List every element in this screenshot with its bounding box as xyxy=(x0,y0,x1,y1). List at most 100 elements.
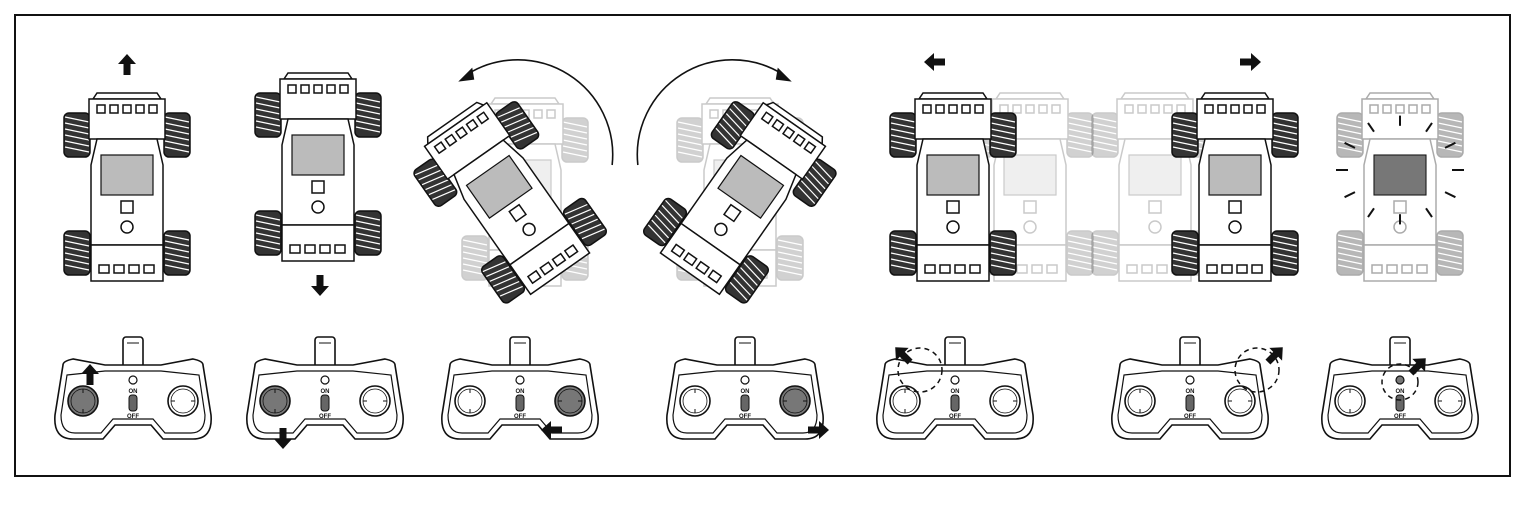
power-switch[interactable] xyxy=(740,394,750,412)
wheel xyxy=(889,112,917,158)
wheel xyxy=(1336,230,1364,276)
wheel xyxy=(889,230,917,276)
light-ray xyxy=(1425,207,1433,218)
off-label: OFF xyxy=(1394,414,1406,420)
wheel xyxy=(792,158,837,207)
on-label: ON xyxy=(1186,389,1195,395)
off-label: OFF xyxy=(514,414,526,420)
wheel xyxy=(163,112,191,158)
wheel xyxy=(254,92,282,138)
car-forward xyxy=(63,92,191,282)
power-switch[interactable] xyxy=(1395,394,1405,412)
wheel xyxy=(989,230,1017,276)
controller-backward: ON OFF xyxy=(246,336,404,440)
arrow-diagonal-icon xyxy=(1265,347,1283,365)
light-ray xyxy=(1425,122,1433,133)
arrow-right-icon xyxy=(808,421,829,439)
power-switch[interactable] xyxy=(515,394,525,412)
wheel xyxy=(724,255,770,304)
on-label: ON xyxy=(951,389,960,395)
off-label: OFF xyxy=(319,414,331,420)
arrow-left-icon xyxy=(541,421,562,439)
left-joystick[interactable] xyxy=(259,385,291,417)
left-joystick[interactable] xyxy=(889,385,921,417)
on-label: ON xyxy=(321,389,330,395)
wheel xyxy=(1336,112,1364,158)
controller-strafe-right: ON OFF xyxy=(1111,336,1269,440)
arrow-left-icon xyxy=(924,53,945,71)
on-label: ON xyxy=(516,389,525,395)
highlight-circle xyxy=(1234,347,1280,393)
lit-screen xyxy=(1373,154,1427,196)
wheel xyxy=(642,197,688,247)
right-joystick[interactable] xyxy=(554,385,586,417)
off-label: OFF xyxy=(949,414,961,420)
car-strafe-right xyxy=(1171,92,1299,282)
wheel xyxy=(1271,230,1299,276)
off-label: OFF xyxy=(127,414,139,420)
right-joystick[interactable] xyxy=(167,385,199,417)
wheel xyxy=(676,117,704,163)
wheel xyxy=(480,255,526,304)
on-label: ON xyxy=(741,389,750,395)
arrow-up-icon xyxy=(118,54,136,75)
wheel xyxy=(1171,112,1199,158)
wheel xyxy=(561,117,589,163)
mode-button[interactable] xyxy=(1395,375,1405,385)
right-joystick[interactable] xyxy=(989,385,1021,417)
left-joystick[interactable] xyxy=(454,385,486,417)
wheel xyxy=(1271,112,1299,158)
controller-rotate-left: ON OFF xyxy=(441,336,599,440)
highlight-circle xyxy=(1381,363,1419,401)
left-joystick[interactable] xyxy=(1124,385,1156,417)
off-label: OFF xyxy=(1184,414,1196,420)
arrow-up-icon xyxy=(81,364,99,385)
wheel xyxy=(1066,230,1094,276)
wheel xyxy=(1091,112,1119,158)
arrow-diagonal-icon xyxy=(895,347,913,365)
car-backward xyxy=(254,72,382,262)
light-ray xyxy=(1344,191,1356,199)
mode-button[interactable] xyxy=(740,375,750,385)
right-joystick[interactable] xyxy=(1224,385,1256,417)
right-joystick[interactable] xyxy=(1434,385,1466,417)
left-joystick[interactable] xyxy=(679,385,711,417)
mode-button[interactable] xyxy=(950,375,960,385)
on-label: ON xyxy=(1396,389,1405,395)
arrow-down-icon xyxy=(311,275,329,296)
right-joystick[interactable] xyxy=(359,385,391,417)
power-switch[interactable] xyxy=(950,394,960,412)
power-switch[interactable] xyxy=(128,394,138,412)
light-ray xyxy=(1444,191,1456,199)
wheel xyxy=(163,230,191,276)
controller-strafe-left: ON OFF xyxy=(876,336,1034,440)
car-rotate-right xyxy=(642,101,837,304)
mode-button[interactable] xyxy=(128,375,138,385)
wheel xyxy=(354,92,382,138)
controller-rotate-right: ON OFF xyxy=(666,336,824,440)
light-ray xyxy=(1367,122,1375,133)
left-joystick[interactable] xyxy=(67,385,99,417)
power-switch[interactable] xyxy=(320,394,330,412)
instruction-frame xyxy=(14,14,1511,477)
wheel xyxy=(989,112,1017,158)
mode-button[interactable] xyxy=(320,375,330,385)
highlight-circle xyxy=(897,347,943,393)
mode-button[interactable] xyxy=(1185,375,1195,385)
power-switch[interactable] xyxy=(1185,394,1195,412)
on-label: ON xyxy=(129,389,138,395)
wheel xyxy=(1436,230,1464,276)
mode-button[interactable] xyxy=(515,375,525,385)
right-joystick[interactable] xyxy=(779,385,811,417)
wheel xyxy=(63,230,91,276)
wheel xyxy=(1436,112,1464,158)
wheel xyxy=(254,210,282,256)
left-joystick[interactable] xyxy=(1334,385,1366,417)
wheel xyxy=(413,158,458,207)
arrow-down-icon xyxy=(274,428,292,449)
wheel xyxy=(776,235,804,281)
off-label: OFF xyxy=(739,414,751,420)
wheel xyxy=(710,101,755,150)
light-ray xyxy=(1444,141,1456,149)
